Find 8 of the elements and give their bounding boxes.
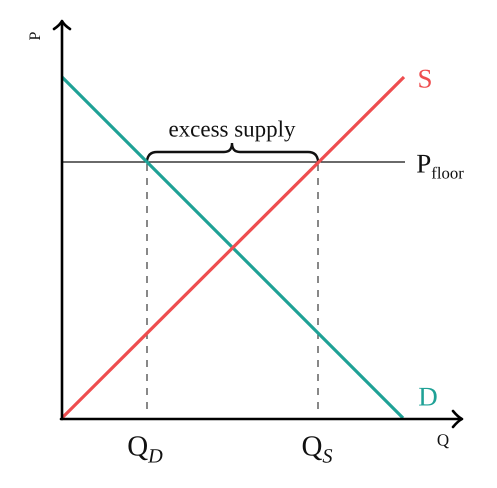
- line-label: P$_{floor}$: [416, 150, 464, 178]
- curve-label: D: [418, 384, 438, 410]
- brace-label: excess supply: [168, 118, 296, 140]
- quantity-label: Q$_{D}$: [127, 432, 163, 462]
- curve-label: S: [417, 66, 433, 92]
- axis-label: P: [28, 32, 44, 40]
- axis-label: Q: [436, 432, 450, 448]
- quantity-label: Q$_{S}$: [301, 432, 333, 462]
